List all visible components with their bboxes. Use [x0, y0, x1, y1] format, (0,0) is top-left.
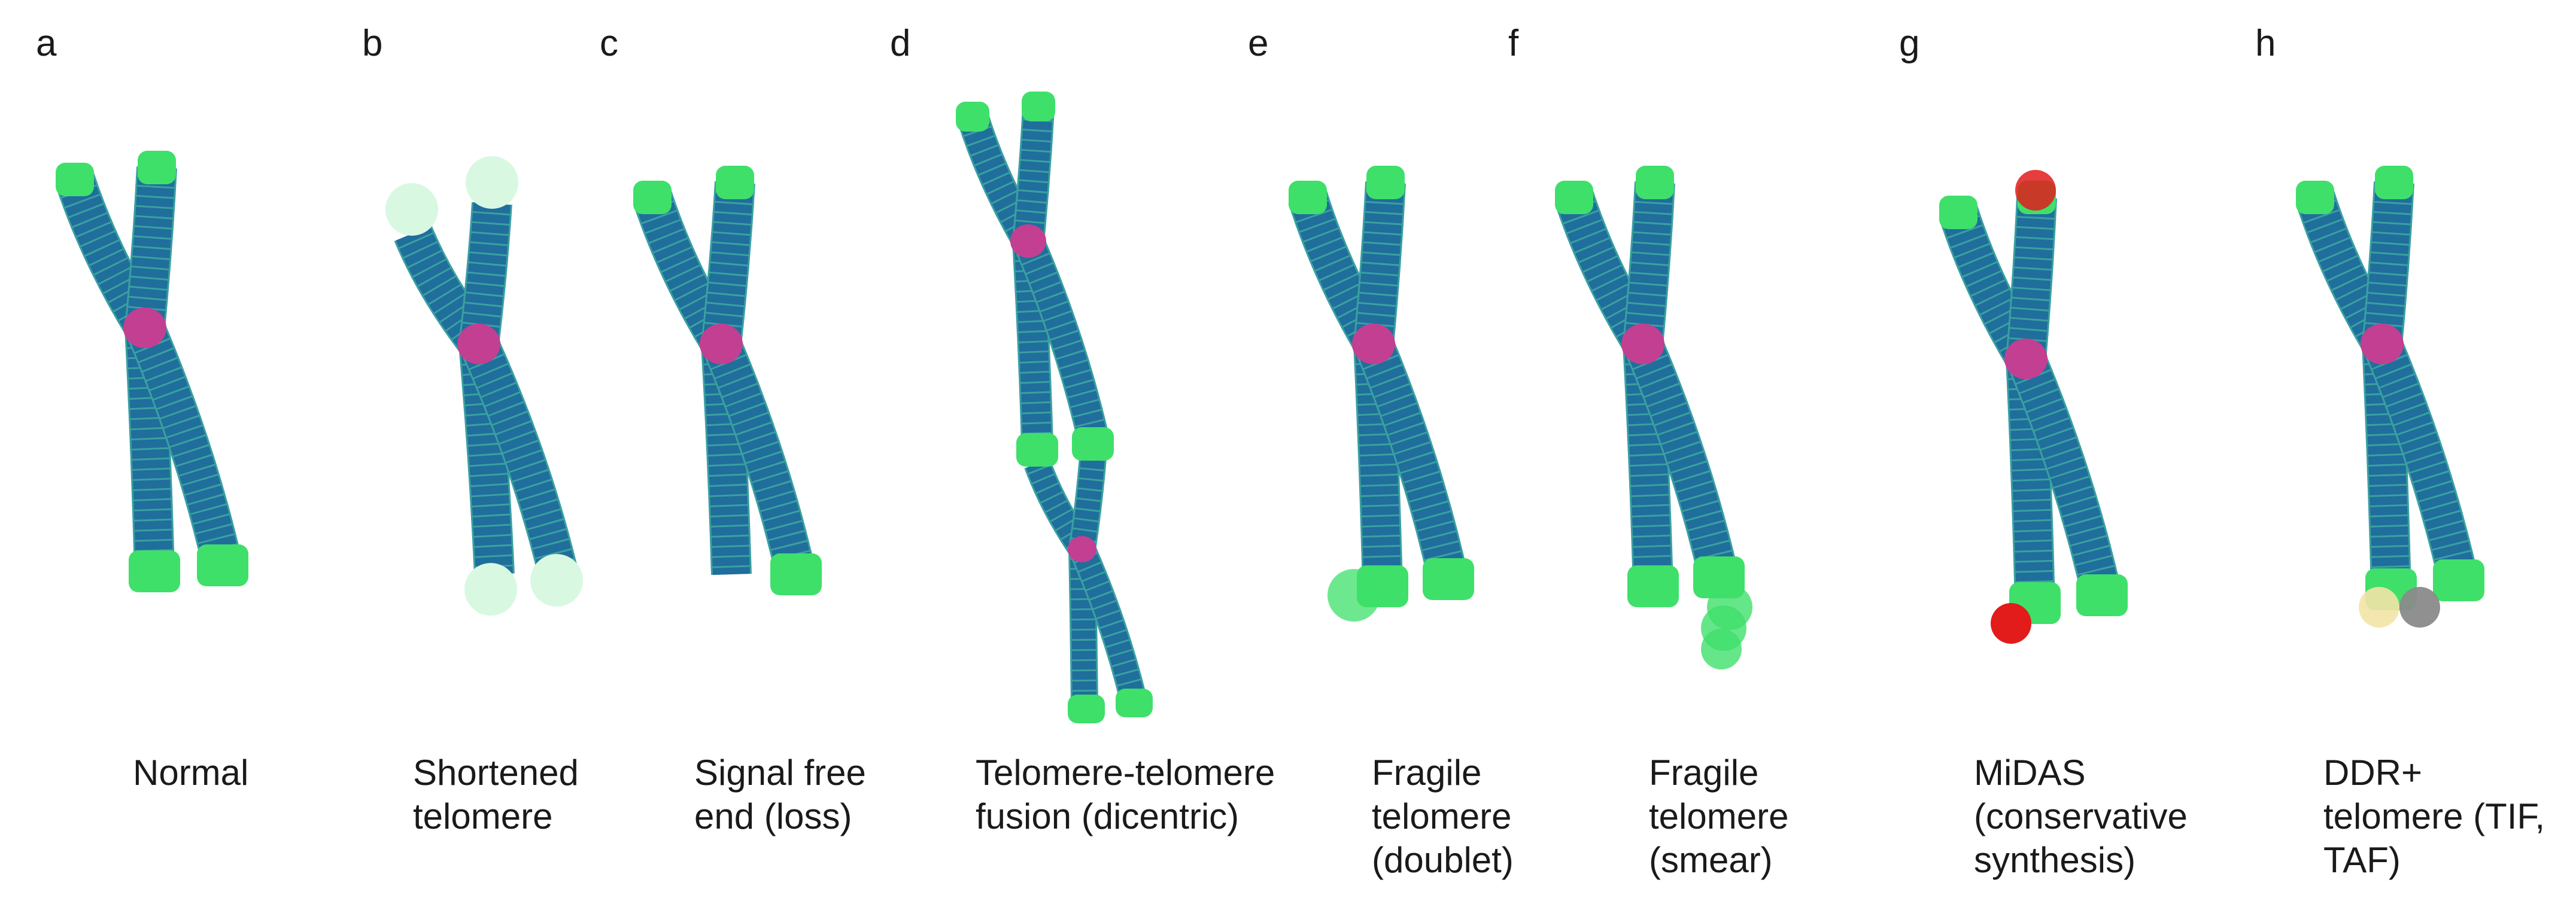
centromere — [2004, 339, 2048, 379]
caption-line: end (loss) — [694, 796, 852, 837]
chromatid-arm-bottom-right — [1356, 337, 1467, 583]
panel-letter-c: c — [600, 23, 618, 64]
ddr-taf-signal — [2399, 587, 2440, 628]
caption-fragile-doublet: Fragile telomere (doublet) — [1372, 751, 1514, 882]
panel-letter-g: g — [1899, 23, 1920, 64]
telomere-signal — [56, 163, 94, 196]
chromatid-arm-bottom-right — [2365, 336, 2477, 585]
telomere-signal — [1116, 689, 1153, 717]
telomere-signal — [1636, 166, 1674, 199]
centromere — [123, 308, 166, 348]
shortened-telomere-signal — [385, 183, 438, 236]
telomere-signal — [956, 102, 989, 132]
chromatid-arm-top-right — [2007, 196, 2055, 361]
telomere-signal — [2296, 181, 2334, 214]
chromatid-arm-bottom-right — [127, 320, 241, 570]
caption-signal-free-end: Signal free end (loss) — [694, 751, 866, 838]
caption-fragile-smear: Fragile telomere (smear) — [1649, 751, 1788, 882]
telomere-signal — [1022, 92, 1055, 121]
telomere-signal — [1016, 433, 1058, 467]
caption-line: DDR+ — [2323, 753, 2423, 793]
caption-telomere-fusion: Telomere-telomere fusion (dicentric) — [976, 751, 1275, 838]
caption-line: Fragile — [1372, 753, 1482, 793]
chromatid-arm-top-right — [2364, 181, 2413, 346]
panel-letter-f: f — [1508, 23, 1519, 64]
shortened-telomere-signal — [464, 563, 517, 616]
caption-line: telomere — [413, 796, 553, 837]
midas-signal — [1991, 603, 2031, 644]
caption-line: telomere — [1372, 796, 1512, 837]
caption-ddr-telomere: DDR+ telomere (TIF, TAF) — [2323, 751, 2545, 882]
telomere-signal — [1939, 196, 1977, 229]
ddr-tif-signal — [2359, 587, 2399, 628]
shortened-telomere-signal — [466, 156, 518, 209]
caption-line: Telomere-telomere — [976, 753, 1275, 793]
panel-letter-b: b — [362, 23, 383, 64]
centromere — [1621, 324, 1664, 364]
chromatid-arm-mid-right — [1070, 456, 1105, 552]
telomere-signal — [1072, 427, 1114, 461]
chromatid-arm-top-right — [126, 166, 175, 330]
chromatid-arm-bottom-left — [1070, 549, 1096, 707]
fragile-doublet-signal — [1328, 569, 1380, 622]
centromere — [457, 324, 500, 364]
caption-line: fusion (dicentric) — [976, 796, 1240, 837]
caption-line: telomere (TIF, — [2323, 796, 2545, 837]
caption-line: (doublet) — [1372, 840, 1514, 881]
caption-normal: Normal — [133, 751, 248, 794]
telomere-signal — [2375, 166, 2413, 199]
telomere-signal — [197, 544, 248, 586]
caption-line: telomere — [1649, 796, 1789, 837]
chromatid-arm-mid-right — [1014, 235, 1107, 440]
caption-line: MiDAS — [1974, 753, 2086, 793]
telomere-signal — [770, 553, 822, 595]
telomere-signal — [716, 166, 754, 199]
chromatid-arm-top-right — [703, 181, 754, 346]
caption-midas: MiDAS (conservative synthesis) — [1974, 751, 2188, 882]
panel-letter-a: a — [36, 23, 57, 64]
caption-line: Fragile — [1649, 753, 1759, 793]
telomere-signal — [2433, 559, 2484, 601]
centromere — [700, 324, 743, 364]
centromere — [1010, 224, 1046, 258]
chromatid-arm-bottom-right — [2009, 352, 2121, 599]
chromatid-arm-bottom-right — [461, 336, 576, 576]
centromere — [1352, 324, 1395, 364]
panel-letter-e: e — [1248, 23, 1269, 64]
telomere-signal — [1423, 558, 1474, 600]
telomere-signal — [1366, 166, 1405, 199]
panel-letter-d: d — [890, 23, 911, 64]
centromere — [1068, 536, 1096, 562]
caption-line: Normal — [133, 753, 249, 793]
chromatid-arm-top-right — [1355, 181, 1404, 346]
caption-shortened-telomere: Shortened telomere — [413, 751, 579, 838]
chromatid-arm-bottom-right — [1071, 544, 1146, 706]
midas-signal — [2015, 170, 2056, 211]
fragile-smear-signal — [1701, 629, 1742, 669]
caption-line: Shortened — [413, 753, 579, 793]
caption-line: Signal free — [694, 753, 866, 793]
telomere-signal — [633, 181, 672, 214]
telomere-signal — [138, 151, 176, 184]
telomere-signal — [1555, 181, 1593, 214]
telomere-signal — [1068, 695, 1105, 723]
caption-line: (conservative — [1974, 796, 2188, 837]
chromatid-arm-bottom-right — [704, 336, 815, 579]
telomere-signal — [129, 550, 180, 592]
panel-letter-h: h — [2255, 23, 2276, 64]
caption-line: TAF) — [2323, 840, 2401, 881]
chromatid-arm-top-right — [1624, 181, 1673, 346]
shortened-telomere-signal — [530, 554, 583, 607]
telomere-signal — [1289, 181, 1327, 214]
caption-line: (smear) — [1649, 840, 1773, 881]
centromere — [2361, 324, 2404, 364]
telomere-signal — [2076, 574, 2128, 616]
caption-line: synthesis) — [1974, 840, 2136, 881]
telomere-signal — [1627, 565, 1679, 607]
chromatid-arm-bottom-right — [1626, 336, 1737, 582]
